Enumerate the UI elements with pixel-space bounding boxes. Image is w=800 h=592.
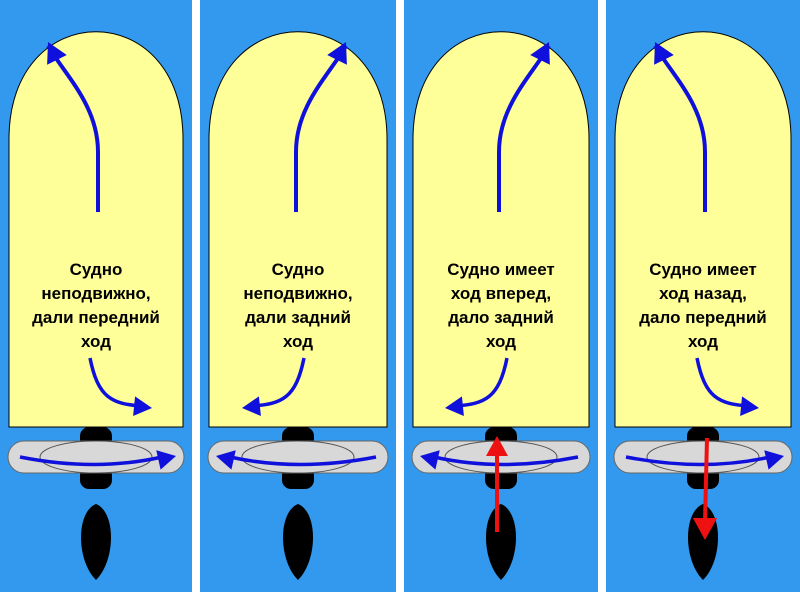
ship-hull [208, 31, 388, 428]
propeller-blade-outline [39, 440, 153, 474]
caption-line: ход вперед, [450, 284, 552, 303]
ship-diagram [207, 31, 389, 580]
propeller-blade-outline [444, 440, 558, 474]
wake-arrow-top-head [47, 42, 67, 65]
rudder [283, 504, 313, 580]
propeller-blade-outline [241, 440, 355, 474]
caption-line: дало передний [639, 308, 767, 327]
caption-line: ход [283, 332, 313, 351]
wake-arrow-stern-head [242, 396, 261, 417]
wake-arrow-stern-head [445, 396, 464, 417]
propeller-blade-outline [646, 440, 760, 474]
panel-astern-forward: Судно имеет ход назад, дало передний ход [606, 0, 800, 592]
rudder [81, 504, 111, 580]
caption-line: Судно имеет [649, 260, 757, 279]
wake-arrow-stern [454, 357, 509, 408]
wake-arrow-stern [695, 357, 750, 408]
panel-caption: Судно неподвижно, дали задний ход [200, 258, 396, 354]
rotation-arrow [625, 455, 771, 467]
wake-arrow-stern-head [740, 396, 759, 417]
rotation-arrow [19, 455, 163, 467]
caption-line: ход [81, 332, 111, 351]
caption-line: Судно имеет [447, 260, 555, 279]
ship-hull [8, 31, 184, 428]
rotation-arrow-head [216, 450, 236, 470]
motion-arrow-head [692, 518, 718, 540]
panel-caption: Судно имеет ход назад, дало передний ход [606, 258, 800, 354]
caption-line: дали задний [245, 308, 351, 327]
motion-arrow-head [486, 436, 508, 456]
panel-ahead-reverse: Судно имеет ход вперед, дало задний ход [404, 0, 598, 592]
rotation-arrow-head [764, 450, 784, 470]
ship-diagram [613, 31, 793, 580]
rudder [486, 504, 516, 580]
caption-line: ход [688, 332, 718, 351]
ship-diagram [7, 31, 185, 580]
panel-stationary-reverse: Судно неподвижно, дали задний ход [200, 0, 396, 592]
panel-stationary-forward: Судно неподвижно, дали передний ход [0, 0, 192, 592]
rotation-arrow-head [156, 450, 176, 470]
caption-line: Судно [271, 260, 325, 279]
panel-caption: Судно имеет ход вперед, дало задний ход [404, 258, 598, 354]
wake-arrow-top-head [530, 42, 550, 65]
wake-arrow-stern [88, 357, 143, 408]
rotation-arrow [229, 455, 377, 467]
wake-arrow-stern [251, 357, 306, 408]
caption-line: ход назад, [659, 284, 747, 303]
rudder [688, 504, 718, 580]
ship-hull [614, 31, 792, 428]
caption-line: неподвижно, [243, 284, 353, 303]
panel-caption: Судно неподвижно, дали передний ход [0, 258, 192, 354]
motion-arrow [703, 437, 709, 523]
wake-arrow-top-head [654, 42, 674, 65]
caption-line: Судно [69, 260, 123, 279]
rotation-arrow-head [420, 450, 440, 470]
caption-line: ход [486, 332, 516, 351]
caption-line: неподвижно, [41, 284, 151, 303]
ship-diagram [411, 31, 591, 580]
caption-line: дало задний [448, 308, 554, 327]
rotation-arrow [433, 455, 579, 467]
wake-arrow-stern-head [133, 396, 152, 417]
caption-line: дали передний [32, 308, 160, 327]
wake-arrow-top-head [327, 42, 347, 65]
ship-hull [412, 31, 590, 428]
